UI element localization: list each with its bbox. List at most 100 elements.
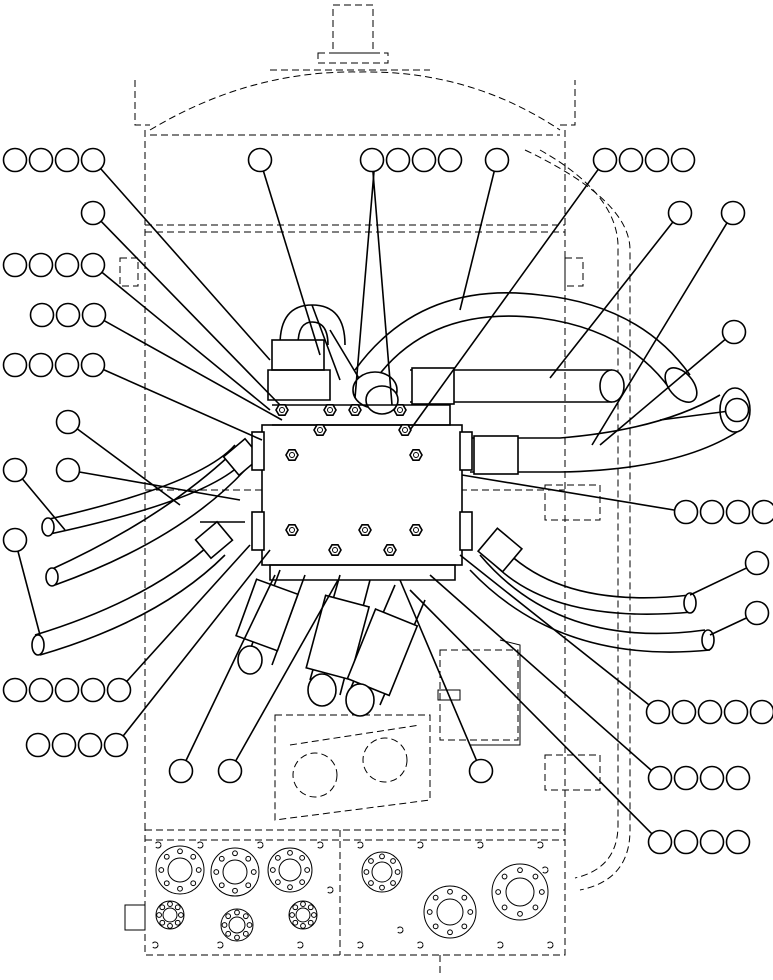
callout-bubble	[647, 765, 673, 791]
callout-bubble	[28, 352, 54, 378]
callout-bubble	[699, 499, 725, 525]
bolt-circle	[220, 908, 254, 942]
callout-bubble	[725, 499, 751, 525]
leader-line-c4	[459, 170, 496, 311]
callout-c28	[647, 829, 751, 855]
leader-line-c24	[185, 574, 276, 761]
callout-c7	[667, 200, 693, 226]
leader-line-c6	[100, 220, 281, 406]
leader-line-c1	[100, 168, 271, 361]
callout-c16	[55, 457, 81, 483]
callout-bubble	[51, 732, 77, 758]
callout-c23	[25, 732, 129, 758]
leader-line-c20	[709, 617, 747, 636]
leader-line-c18	[461, 474, 675, 511]
callout-bubble	[618, 147, 644, 173]
callout-bubble	[55, 302, 81, 328]
callout-c17	[2, 527, 28, 553]
callout-bubble	[2, 677, 28, 703]
hex-fitting	[328, 543, 342, 557]
callout-bubble	[80, 200, 106, 226]
callout-c10	[2, 352, 106, 378]
bolt-circle	[267, 847, 313, 893]
callout-bubble	[725, 829, 751, 855]
leader-line-c17	[17, 550, 41, 636]
hex-fitting	[323, 403, 337, 417]
callout-bubbles	[2, 147, 773, 855]
callout-bubble	[168, 758, 194, 784]
leader-line-c15	[21, 478, 66, 531]
callout-bubble	[29, 302, 55, 328]
callout-c8	[2, 252, 106, 278]
callout-bubble	[80, 147, 106, 173]
callout-c15	[2, 457, 28, 483]
hex-fitting	[348, 403, 362, 417]
leader-line-c26	[399, 579, 478, 761]
callout-bubble	[751, 499, 773, 525]
callout-bubble	[359, 147, 385, 173]
leader-lines	[17, 168, 747, 835]
callout-bubble	[80, 252, 106, 278]
housing-outline	[119, 4, 631, 891]
leader-line-c2	[262, 170, 321, 356]
base-plate	[124, 829, 566, 975]
callout-bubble	[670, 147, 696, 173]
callout-bubble	[80, 352, 106, 378]
bolt-circle	[491, 863, 549, 921]
leader-line-c12	[599, 338, 726, 446]
callout-bubble	[2, 527, 28, 553]
callout-bubble	[592, 147, 618, 173]
callout-c2	[247, 147, 273, 173]
hex-fitting	[393, 403, 407, 417]
hex-fitting	[409, 523, 423, 537]
leader-line-c22	[459, 554, 650, 706]
callout-bubble	[2, 147, 28, 173]
callout-bubble	[437, 147, 463, 173]
callout-bubble	[749, 699, 773, 725]
valve-block	[251, 339, 473, 581]
hex-fitting	[383, 543, 397, 557]
callout-bubble	[744, 550, 770, 576]
bolt-circle	[361, 851, 403, 893]
callout-bubble	[644, 147, 670, 173]
callout-c25	[217, 758, 243, 784]
callout-bubble	[673, 765, 699, 791]
bolt-circle	[155, 900, 185, 930]
callout-bubble	[28, 147, 54, 173]
callout-bubble	[720, 200, 746, 226]
leader-line-c19	[689, 567, 747, 596]
hex-fitting	[313, 423, 327, 437]
leader-line-c13	[76, 428, 181, 506]
callout-bubble	[647, 829, 673, 855]
callout-bubble	[81, 302, 107, 328]
callout-c22	[645, 699, 773, 725]
leader-line-c3	[372, 171, 393, 406]
bolt-circle	[155, 845, 205, 895]
callout-bubble	[54, 147, 80, 173]
leader-line-c23	[122, 549, 271, 737]
hoses	[31, 292, 751, 717]
callout-c24	[168, 758, 194, 784]
callout-bubble	[697, 699, 723, 725]
callout-bubble	[699, 765, 725, 791]
callout-bubble	[671, 699, 697, 725]
callout-bubble	[744, 600, 770, 626]
leader-line-c21	[126, 544, 251, 683]
hex-fitting	[285, 523, 299, 537]
callout-bubble	[54, 252, 80, 278]
hex-fitting	[409, 448, 423, 462]
leader-line-c16	[79, 471, 241, 501]
callout-bubble	[54, 352, 80, 378]
callout-bubble	[247, 147, 273, 173]
callout-bubble	[217, 758, 243, 784]
callout-c9	[29, 302, 107, 328]
callout-bubble	[55, 457, 81, 483]
callout-bubble	[28, 252, 54, 278]
callout-c20	[744, 600, 770, 626]
callout-bubble	[103, 732, 129, 758]
callout-bubble	[673, 829, 699, 855]
leader-line-c11	[591, 222, 728, 446]
callout-bubble	[2, 352, 28, 378]
callout-bubble	[54, 677, 80, 703]
